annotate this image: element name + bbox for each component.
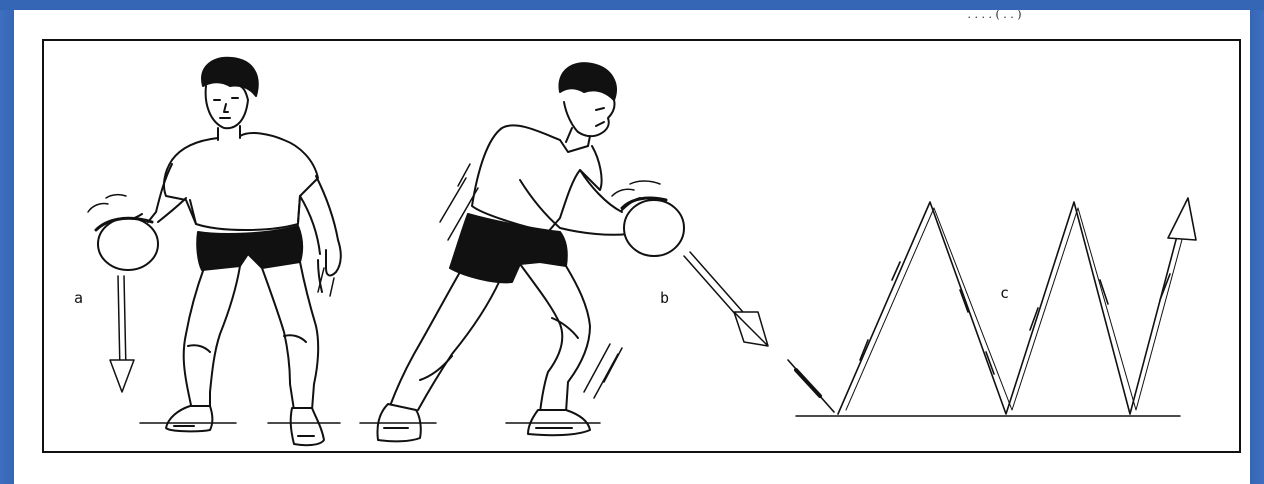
- zigzag-trajectory-c: [788, 198, 1196, 414]
- player-a-figure: [88, 58, 341, 445]
- arrow-down-a: [110, 276, 134, 392]
- panel-label-c: c: [1000, 284, 1009, 302]
- motion-lines-b-front: [584, 344, 622, 398]
- panel-label-a: a: [74, 289, 83, 307]
- panel-label-b: b: [660, 289, 669, 307]
- player-b-figure: [377, 63, 684, 441]
- arrow-diagonal-b: [684, 252, 768, 346]
